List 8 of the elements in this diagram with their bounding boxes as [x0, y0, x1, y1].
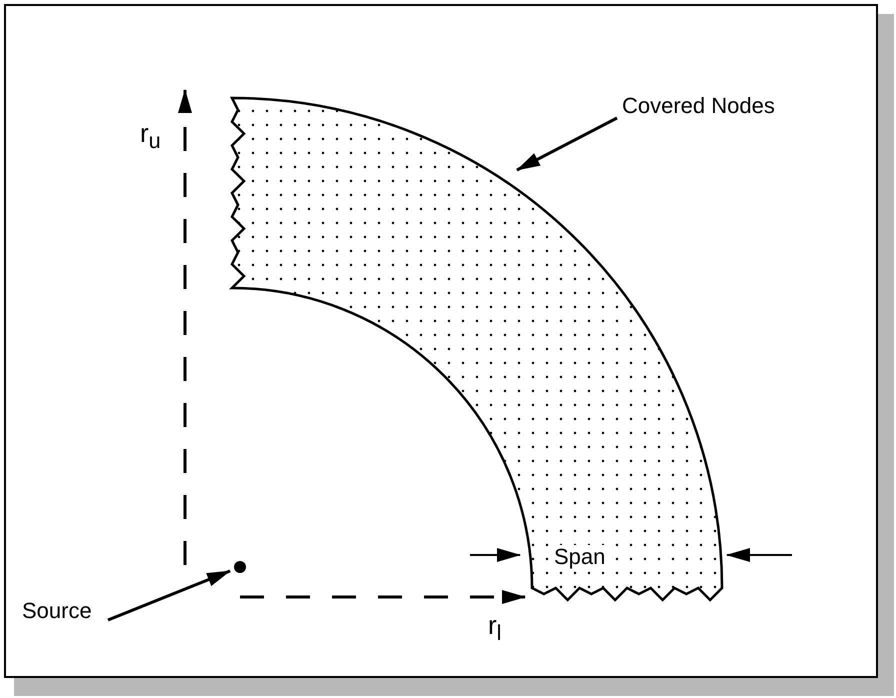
axis-label: r$_{u}$ [140, 120, 161, 152]
leader-arrow [516, 116, 618, 172]
leader-arrow [107, 570, 231, 622]
source-point [234, 561, 246, 573]
callout-text: Covered Nodes [622, 95, 782, 121]
axis-label: r$_{l}$ [488, 612, 502, 644]
span-label: Span [552, 545, 608, 569]
callout-text: Source [22, 600, 102, 626]
